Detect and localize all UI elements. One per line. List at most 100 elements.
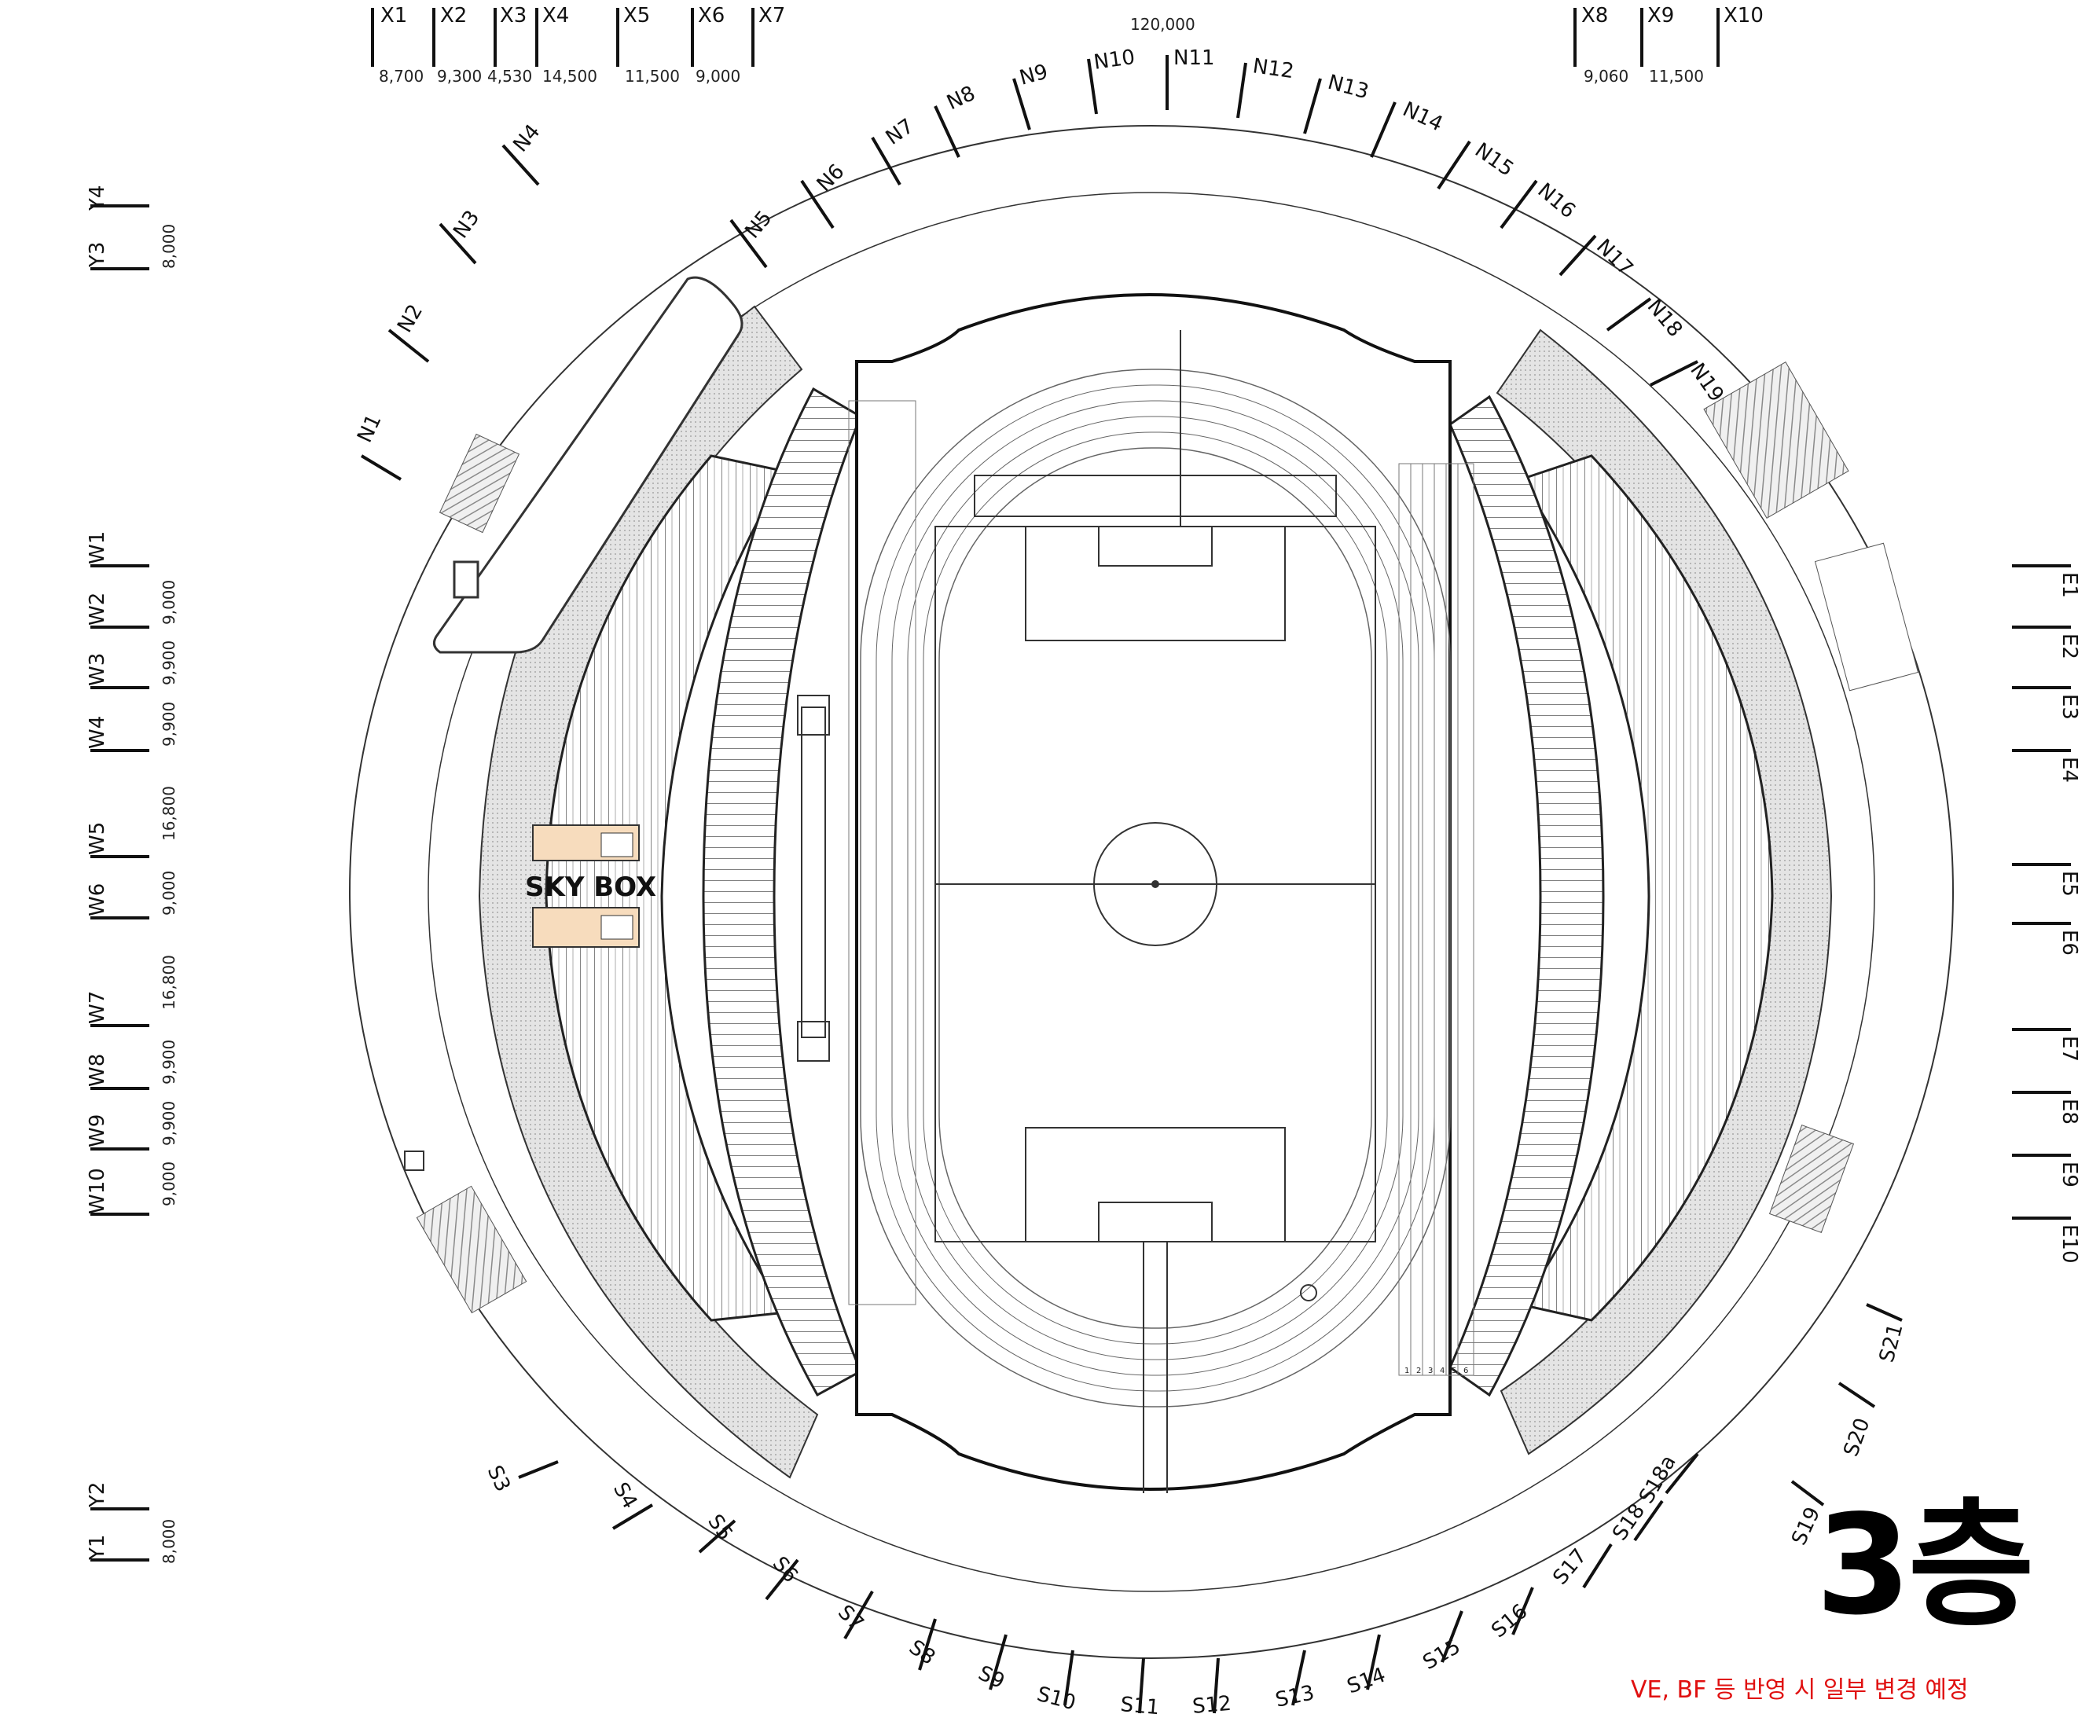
- dim-x1-x2: 8,700: [379, 67, 424, 86]
- dim-w4-w5: 16,800: [160, 786, 178, 841]
- grid-e8: E8: [2058, 1099, 2081, 1125]
- grid-w2: W2: [86, 593, 109, 626]
- grid-x1: X1: [380, 4, 407, 28]
- dim-w9-w10: 9,000: [160, 1162, 178, 1206]
- x-axis-grid: [371, 8, 1720, 67]
- sky-box-label: SKY BOX: [525, 872, 656, 903]
- dim-w2-w3: 9,900: [160, 640, 178, 685]
- lane-2: 2: [1416, 1367, 1421, 1375]
- grid-e10: E10: [2058, 1224, 2081, 1264]
- grid-s10: S10: [1034, 1683, 1078, 1716]
- dim-x4-x5: 14,500: [542, 67, 597, 86]
- dim-w3-w4: 9,900: [160, 702, 178, 747]
- grid-n1: N1: [353, 411, 386, 446]
- grid-x4: X4: [542, 4, 569, 28]
- east-stand-seating: [1518, 454, 1774, 1322]
- grid-x2: X2: [440, 4, 467, 28]
- stadium-bowl-outline: [855, 293, 1452, 1491]
- grid-e6: E6: [2058, 930, 2081, 956]
- grid-s15: S15: [1419, 1635, 1465, 1675]
- grid-s21: S21: [1875, 1321, 1908, 1365]
- grid-s14: S14: [1344, 1663, 1389, 1698]
- exterior-stairs: [404, 362, 1919, 1314]
- grid-n7: N7: [882, 115, 919, 150]
- grid-s3: S3: [483, 1462, 515, 1496]
- grid-y4: Y4: [86, 185, 109, 211]
- floor-title: 3층: [1815, 1486, 2035, 1646]
- grid-s20: S20: [1839, 1415, 1874, 1460]
- grid-n12: N12: [1251, 54, 1295, 83]
- grid-s11: S11: [1119, 1693, 1160, 1719]
- lane-5: 5: [1452, 1367, 1456, 1375]
- dim-w1-w2: 9,000: [160, 580, 178, 625]
- grid-n15: N15: [1470, 138, 1518, 182]
- grid-n4: N4: [508, 120, 545, 157]
- grid-e2: E2: [2058, 633, 2081, 659]
- east-lower-seating: [1448, 395, 1605, 1397]
- grid-n9: N9: [1017, 60, 1051, 90]
- change-note: VE, BF 등 반영 시 일부 변경 예정: [1631, 1676, 1969, 1704]
- grid-x8: X8: [1581, 4, 1608, 28]
- grid-n2: N2: [393, 300, 428, 336]
- grid-n14: N14: [1399, 97, 1446, 136]
- w-axis-grid: [90, 564, 149, 1216]
- dim-x3-x4: 4,530: [487, 67, 532, 86]
- grid-w6: W6: [86, 883, 109, 916]
- grid-w9: W9: [86, 1114, 109, 1147]
- grid-s12: S12: [1191, 1692, 1232, 1719]
- grid-s18: S18: [1608, 1499, 1650, 1545]
- grid-w10: W10: [86, 1168, 109, 1214]
- grid-n16: N16: [1533, 178, 1581, 223]
- lane-4: 4: [1440, 1367, 1445, 1375]
- grid-e9: E9: [2058, 1162, 2081, 1187]
- grid-n13: N13: [1325, 71, 1371, 105]
- n-axis-grid: [360, 55, 1698, 481]
- grid-x10: X10: [1724, 4, 1764, 28]
- grid-w1: W1: [86, 531, 109, 564]
- dim-y3-y4: 8,000: [160, 224, 178, 269]
- grid-y2: Y2: [86, 1482, 109, 1508]
- grid-n10: N10: [1092, 46, 1136, 75]
- x-axis-labels: X1 X2 X3 X4 X5 X6 X7 X8 X9 X10: [380, 4, 1764, 28]
- dim-total: 120,000: [1130, 15, 1195, 34]
- grid-x5: X5: [623, 4, 650, 28]
- grid-e7: E7: [2058, 1036, 2081, 1062]
- grid-w4: W4: [86, 716, 109, 749]
- dim-y1-y2: 8,000: [160, 1519, 178, 1564]
- grid-s18a: S18a: [1635, 1452, 1681, 1508]
- s-axis-grid: [518, 1303, 1903, 1714]
- access-ramp: [432, 276, 743, 654]
- grid-n18: N18: [1643, 295, 1687, 342]
- dim-x8-x9: 9,060: [1584, 67, 1628, 86]
- grid-s4: S4: [608, 1479, 642, 1514]
- dim-w5-w6: 9,000: [160, 871, 178, 916]
- w-axis-labels: W1 W2 W3 W4 W5 W6 W7 W8 W9 W10: [86, 531, 109, 1214]
- grid-x7: X7: [758, 4, 785, 28]
- grid-x9: X9: [1647, 4, 1674, 28]
- sky-box: SKY BOX: [525, 824, 656, 948]
- lane-3: 3: [1428, 1367, 1433, 1375]
- e-axis-labels: E1 E2 E3 E4 E5 E6 E7 E8 E9 E10: [2058, 572, 2081, 1264]
- grid-x3: X3: [500, 4, 527, 28]
- dim-x6-x7: 9,000: [696, 67, 740, 86]
- grid-s8: S8: [905, 1635, 939, 1670]
- grid-e5: E5: [2058, 871, 2081, 897]
- y-axis-grid: [90, 204, 149, 1562]
- grid-w5: W5: [86, 822, 109, 855]
- grid-s9: S9: [975, 1661, 1008, 1694]
- grid-w8: W8: [86, 1054, 109, 1087]
- grid-y3: Y3: [86, 242, 109, 268]
- lane-1: 1: [1404, 1367, 1409, 1375]
- grid-w3: W3: [86, 653, 109, 686]
- dim-w8-w9: 9,900: [160, 1101, 178, 1146]
- w-axis-dims: 9,000 9,900 9,900 16,800 9,000 16,800 9,…: [160, 580, 178, 1206]
- dim-w6-w7: 16,800: [160, 955, 178, 1010]
- sprint-lanes: [848, 400, 1474, 1376]
- ramp-stair: [453, 560, 479, 599]
- running-track: [860, 369, 1451, 1408]
- grid-s6: S6: [768, 1552, 802, 1587]
- dim-w7-w8: 9,900: [160, 1040, 178, 1085]
- lane-6: 6: [1463, 1367, 1468, 1375]
- dim-x2-x3: 9,300: [437, 67, 482, 86]
